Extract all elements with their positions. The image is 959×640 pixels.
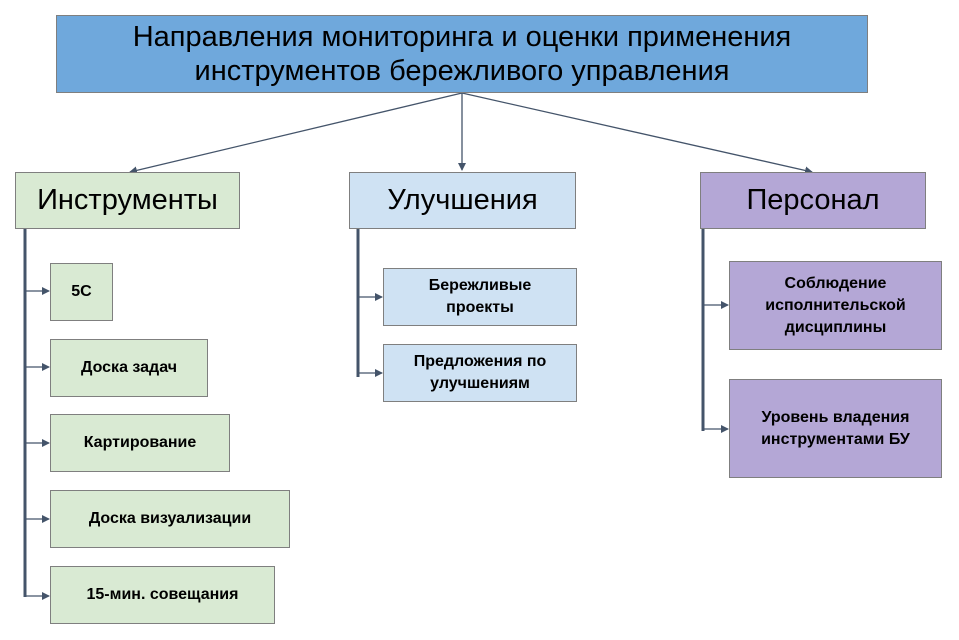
improvements-item-lean-projects: Бережливые проекты: [383, 268, 577, 326]
leaf-line: проекты: [446, 299, 514, 316]
root-title-line1: Направления мониторинга и оценки примене…: [132, 21, 792, 53]
tools-item-5s: 5С: [50, 263, 113, 321]
tools-item-15min-meetings: 15-мин. совещания: [50, 566, 275, 624]
category-tools: Инструменты: [15, 172, 240, 229]
leaf-line: дисциплины: [784, 318, 887, 336]
arrow-to-staff: [461, 92, 813, 175]
tools-item-mapping: Картирование: [50, 414, 230, 472]
tools-item-visualization-board: Доска визуализации: [50, 490, 290, 548]
branches: [25, 287, 729, 600]
improvements-item-suggestions: Предложения по улучшениям: [383, 344, 577, 402]
tools-item-label: Доска задач: [81, 359, 177, 376]
category-improvements: Улучшения: [349, 172, 576, 229]
tools-item-label: 5С: [71, 283, 92, 300]
leaf-line: Бережливые: [428, 277, 532, 294]
tools-item-label: 15-мин. совещания: [86, 586, 239, 603]
tools-item-task-board: Доска задач: [50, 339, 208, 397]
staff-item-proficiency: Уровень владения инструментами БУ: [729, 379, 942, 478]
arrow-to-tools: [129, 92, 463, 175]
root-title-line2: инструментов бережливого управления: [194, 55, 730, 87]
leaf-line: улучшениям: [430, 375, 530, 392]
root-arrows: [129, 92, 813, 175]
root-node: Направления мониторинга и оценки примене…: [56, 15, 868, 93]
trunks: [23, 229, 705, 597]
leaf-line: Соблюдение: [784, 274, 887, 292]
tools-item-label: Картирование: [83, 434, 197, 451]
tools-item-label: Доска визуализации: [88, 510, 252, 527]
category-tools-label: Инструменты: [37, 184, 218, 216]
category-staff-label: Персонал: [746, 184, 880, 216]
staff-item-discipline: Соблюдение исполнительской дисциплины: [729, 261, 942, 350]
leaf-line: исполнительской: [765, 296, 906, 314]
category-staff: Персонал: [700, 172, 926, 229]
leaf-line: Предложения по: [413, 353, 547, 370]
leaf-line: Уровень владения: [761, 408, 910, 426]
category-improvements-label: Улучшения: [387, 184, 538, 216]
leaf-line: инструментами БУ: [761, 430, 910, 448]
